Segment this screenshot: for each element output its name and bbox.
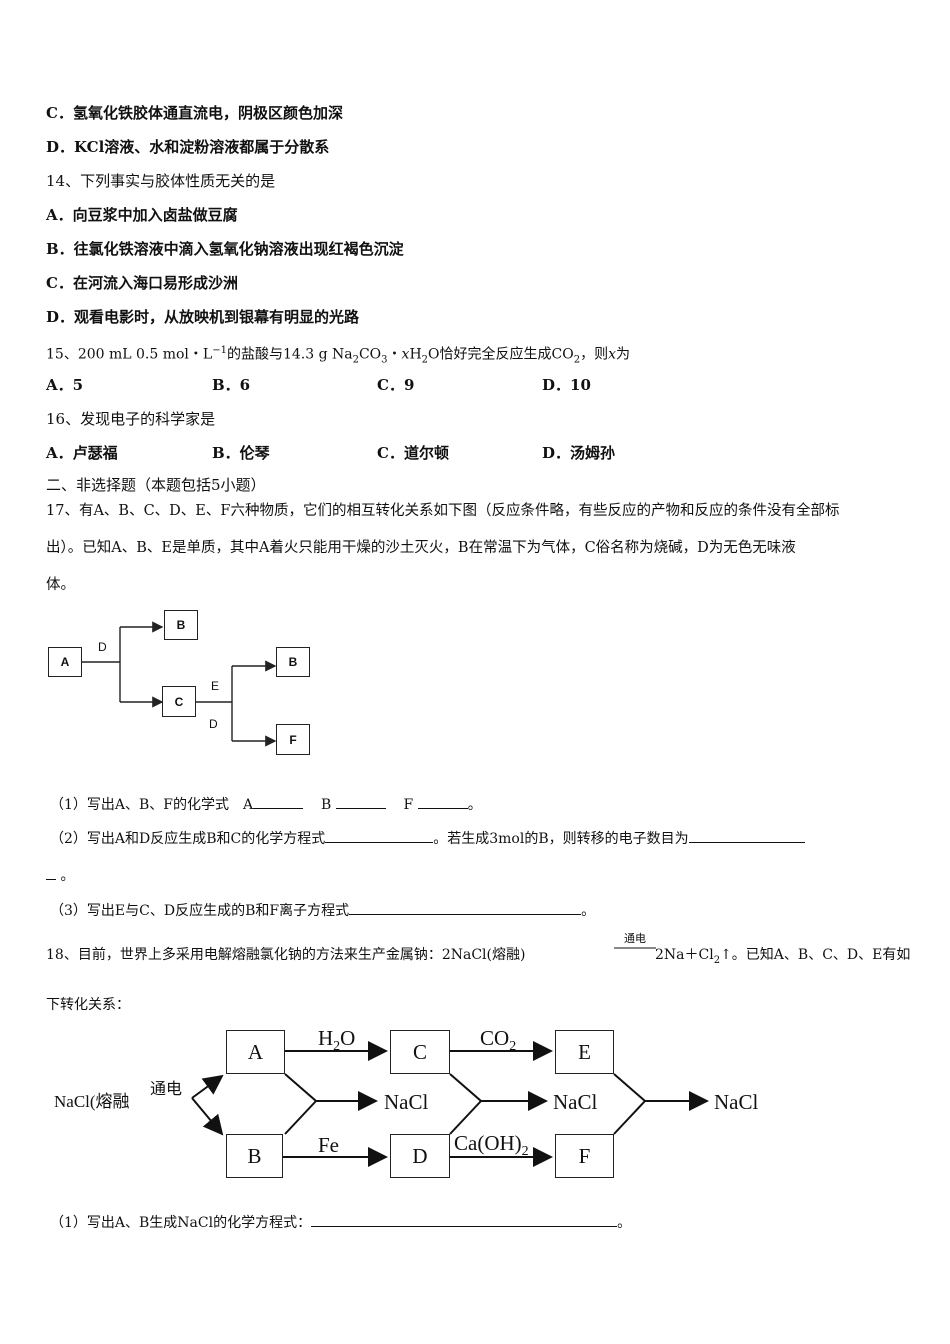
q18-label-caoh2: Ca(OH)2 bbox=[454, 1131, 529, 1160]
q17-label-d-right: D bbox=[209, 717, 218, 731]
q17-sub2: （2）写出A和D反应生成B和C的化学方程式。若生成3mol的B，则转移的电子数目… bbox=[50, 827, 805, 849]
answer-blank-nacl-equation[interactable] bbox=[311, 1211, 618, 1227]
q18-label-nacl-1: NaCl bbox=[384, 1090, 429, 1114]
q17-sub2-cont: 。 bbox=[46, 864, 74, 886]
q18-box-a: A bbox=[226, 1030, 285, 1074]
section-heading: 二、非选择题（本题包括5小题） bbox=[46, 476, 266, 494]
answer-blank-a[interactable] bbox=[253, 793, 304, 809]
answer-blank-electrons[interactable] bbox=[688, 827, 805, 843]
q18-box-e: E bbox=[555, 1030, 614, 1074]
q18-box-c: C bbox=[390, 1030, 450, 1074]
q17-stem-line1: 17、有A、B、C、D、E、F六种物质，它们的相互转化关系如下图（反应条件略，有… bbox=[46, 503, 840, 519]
answer-blank-b[interactable] bbox=[335, 793, 386, 809]
q18-stem-line2: 下转化关系： bbox=[46, 997, 130, 1013]
q17-box-f: F bbox=[276, 724, 310, 755]
q17-sub3: （3）写出E与C、D反应生成的B和F离子方程式。 bbox=[50, 899, 595, 921]
q18-label-nacl-2: NaCl bbox=[553, 1090, 598, 1114]
q13-option-d: D．KCl溶液、水和淀粉溶液都属于分散系 bbox=[46, 138, 330, 156]
q14-option-a: A．向豆浆中加入卤盐做豆腐 bbox=[46, 206, 238, 224]
q18-condition: 通电 bbox=[614, 930, 656, 949]
q17-box-b-right: B bbox=[276, 647, 310, 677]
q17-stem-line2: 出）。已知A、B、E是单质，其中A着火只能用干燥的沙土灭火，B在常温下为气体，C… bbox=[46, 540, 796, 556]
q16-option-c: C．道尔顿 bbox=[377, 444, 449, 462]
q16-stem: 16、发现电子的科学家是 bbox=[46, 410, 216, 428]
q17-label-d-left: D bbox=[98, 640, 107, 654]
answer-blank-electrons-cont[interactable] bbox=[46, 864, 56, 880]
q18-stem-line1-b: 2Na＋Cl2↑。已知A、B、C、D、E有如 bbox=[655, 947, 911, 966]
q15-option-b: B．6 bbox=[212, 376, 251, 394]
q16-option-b: B．伦琴 bbox=[212, 444, 270, 462]
q14-option-b: B．往氯化铁溶液中滴入氢氧化钠溶液出现红褐色沉淀 bbox=[46, 240, 404, 258]
q18-box-f: F bbox=[555, 1134, 614, 1178]
q18-label-fe: Fe bbox=[318, 1133, 339, 1157]
q16-option-a: A．卢瑟福 bbox=[46, 444, 118, 462]
q17-box-c: C bbox=[162, 686, 196, 717]
q17-box-a: A bbox=[48, 647, 82, 677]
q15-option-a: A．5 bbox=[46, 376, 84, 394]
q17-stem-line3: 体。 bbox=[46, 577, 75, 593]
q17-box-b-top: B bbox=[164, 610, 198, 640]
q14-option-c: C．在河流入海口易形成沙洲 bbox=[46, 274, 238, 292]
q18-box-b: B bbox=[226, 1134, 283, 1178]
answer-blank-ionic[interactable] bbox=[349, 899, 582, 915]
q14-option-d: D．观看电影时，从放映机到银幕有明显的光路 bbox=[46, 308, 360, 326]
q18-label-h2o: H2O bbox=[318, 1026, 356, 1055]
q18-label-co2: CO2 bbox=[480, 1026, 517, 1055]
q17-sub1: （1）写出A、B、F的化学式 A B F 。 bbox=[50, 793, 482, 815]
q18-sub1: （1）写出A、B生成NaCl的化学方程式：。 bbox=[50, 1211, 631, 1233]
q18-stem-line1: 18、目前，世界上多采用电解熔融氯化钠的方法来生产金属钠：2NaCl(熔融) bbox=[46, 947, 526, 963]
q18-start-nacl: NaCl(熔融 bbox=[54, 1092, 130, 1111]
q15-stem: 15、200 mL 0.5 mol・L−1的盐酸与14.3 g Na2CO3・x… bbox=[46, 345, 630, 366]
q14-stem: 14、下列事实与胶体性质无关的是 bbox=[46, 172, 276, 190]
q18-label-tongdian: 通电 bbox=[150, 1081, 183, 1098]
q16-option-d: D．汤姆孙 bbox=[542, 444, 616, 462]
q15-option-c: C．9 bbox=[377, 376, 415, 394]
answer-blank-f[interactable] bbox=[417, 793, 468, 809]
answer-blank-equation[interactable] bbox=[325, 827, 434, 843]
q13-option-c: C．氢氧化铁胶体通直流电，阴极区颜色加深 bbox=[46, 104, 343, 122]
condition-bar bbox=[614, 947, 656, 949]
q18-box-d: D bbox=[390, 1134, 450, 1178]
q15-option-d: D．10 bbox=[542, 376, 591, 394]
q18-label-nacl-3: NaCl bbox=[714, 1090, 759, 1114]
q17-label-e: E bbox=[211, 679, 220, 693]
